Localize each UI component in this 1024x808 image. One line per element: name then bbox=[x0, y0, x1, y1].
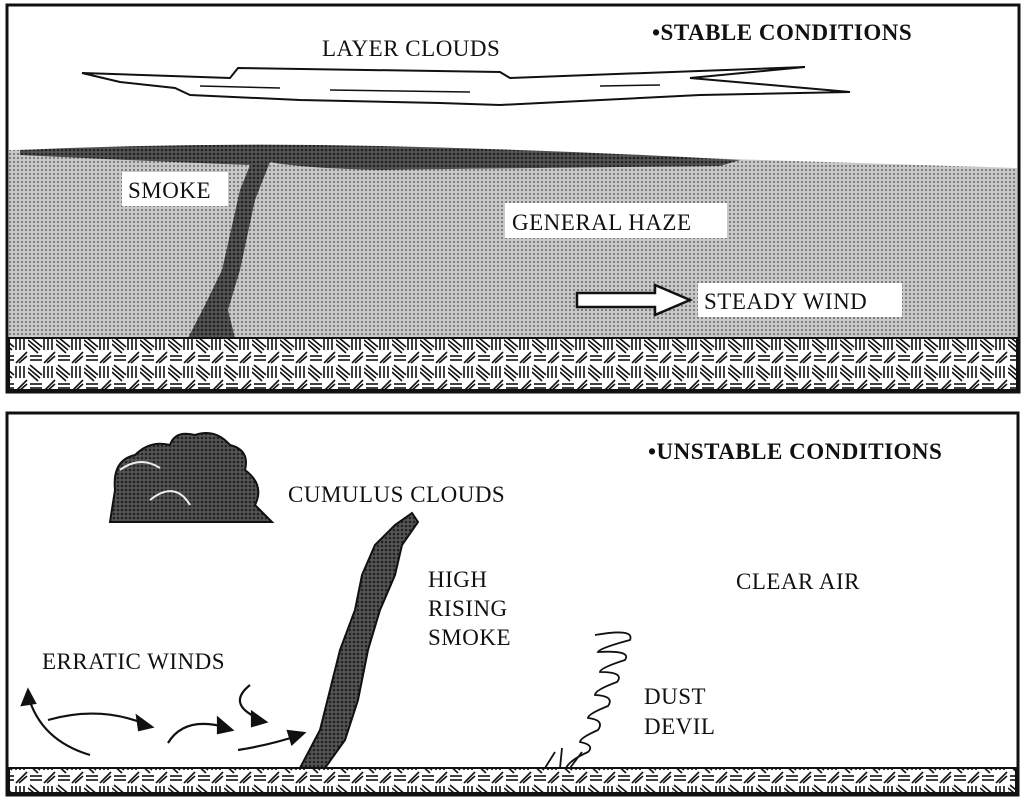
steady-wind-label: STEADY WIND bbox=[704, 289, 867, 314]
steady-wind-arrow-icon bbox=[575, 283, 694, 317]
stable-conditions-panel: LAYER CLOUDS •STABLE CONDITIONS SMOKE GE… bbox=[5, 3, 1021, 394]
erratic-wind-arrows-icon bbox=[20, 684, 307, 757]
dust-devil-label-line1: DUST bbox=[644, 684, 706, 709]
smoke-layer bbox=[20, 144, 740, 338]
erratic-winds-label: ERRATIC WINDS bbox=[42, 649, 225, 674]
high-rising-smoke-label-line2: RISING bbox=[428, 596, 508, 621]
stable-conditions-title: •STABLE CONDITIONS bbox=[652, 20, 912, 45]
smoke-label: SMOKE bbox=[128, 178, 211, 203]
general-haze-label: GENERAL HAZE bbox=[512, 210, 692, 235]
layer-clouds-icon bbox=[81, 66, 851, 107]
dust-devil-label-line2: DEVIL bbox=[644, 714, 715, 739]
clear-air-label: CLEAR AIR bbox=[736, 569, 860, 594]
cumulus-clouds-label: CUMULUS CLOUDS bbox=[288, 482, 505, 507]
high-rising-smoke-label-line1: HIGH bbox=[428, 567, 488, 592]
unstable-conditions-panel: •UNSTABLE CONDITIONS CUMULUS CLOUDS HIGH… bbox=[5, 411, 1020, 797]
high-rising-smoke-label-line3: SMOKE bbox=[428, 625, 511, 650]
layer-clouds-label: LAYER CLOUDS bbox=[322, 36, 500, 61]
high-rising-smoke-icon bbox=[298, 511, 420, 769]
unstable-conditions-title: •UNSTABLE CONDITIONS bbox=[648, 439, 942, 464]
dust-devil-icon bbox=[544, 631, 632, 769]
